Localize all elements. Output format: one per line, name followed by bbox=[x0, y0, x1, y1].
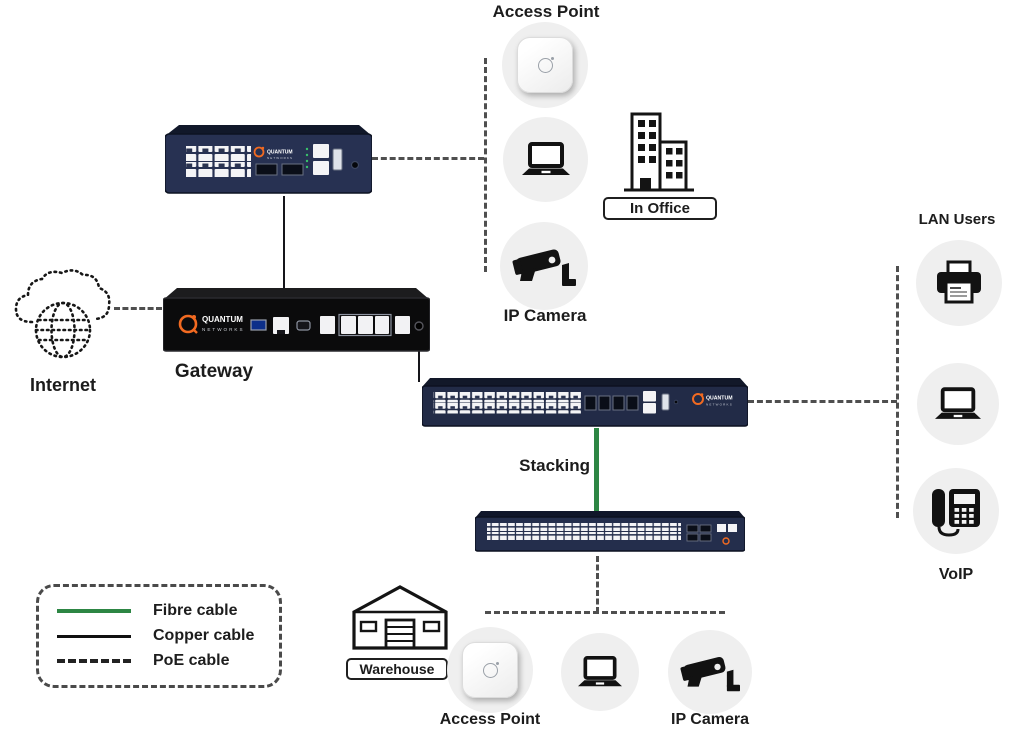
cctv-camera-icon bbox=[680, 656, 740, 691]
laptop-icon bbox=[935, 386, 981, 419]
voip-phone-circle bbox=[913, 468, 999, 554]
switch-24port-device: QUANTUM NETWORKS bbox=[422, 378, 748, 427]
ip-camera-bottom-label: IP Camera bbox=[671, 711, 749, 728]
legend-row-poe: PoE cable bbox=[57, 652, 261, 670]
line-internet-to-gateway bbox=[114, 307, 162, 310]
copper-line-sample bbox=[57, 634, 131, 638]
access-point-bottom-label: Access Point bbox=[439, 711, 541, 728]
switch8-brand-subtext: NETWORKS bbox=[267, 156, 293, 160]
copper-line-gateway-to-switch24 bbox=[418, 346, 420, 382]
legend-row-fibre: Fibre cable bbox=[57, 602, 261, 620]
internet-cloud-icon bbox=[14, 269, 111, 359]
access-point-top-label: Access Point bbox=[492, 2, 600, 21]
poe-line-switch8-to-office-devices bbox=[372, 157, 484, 160]
laptop-icon bbox=[578, 655, 622, 686]
laptop-icon bbox=[521, 141, 570, 175]
gateway-label: Gateway bbox=[174, 361, 254, 382]
voip-label: VoIP bbox=[938, 566, 974, 583]
copper-line-switch8-to-gateway bbox=[283, 196, 285, 290]
legend-row-copper: Copper cable bbox=[57, 627, 261, 645]
warehouse-icon bbox=[352, 585, 448, 650]
legend-label-copper: Copper cable bbox=[153, 627, 255, 644]
poe-line-warehouse-devices bbox=[485, 611, 725, 614]
ip-camera-top-circle bbox=[500, 222, 588, 310]
line-switch24-to-lan-users bbox=[748, 400, 897, 403]
switch-48port-device bbox=[475, 511, 745, 552]
switch24-brand-text: QUANTUM bbox=[706, 396, 733, 402]
gateway-device: QUANTUM NETWORKS bbox=[163, 288, 430, 352]
printer-circle bbox=[916, 240, 1002, 326]
gateway-brand-subtext: NETWORKS bbox=[202, 327, 245, 332]
legend-box: Fibre cable Copper cable PoE cable bbox=[36, 584, 282, 688]
fibre-stacking-line bbox=[594, 428, 599, 513]
warehouse-label: Warehouse bbox=[346, 658, 448, 680]
poe-line-sample bbox=[57, 659, 131, 663]
printer-icon bbox=[937, 260, 981, 304]
access-point-icon bbox=[517, 37, 573, 93]
switch8-brand-text: QUANTUM bbox=[267, 150, 293, 156]
access-point-top-circle bbox=[502, 22, 588, 108]
poe-line-switch48-down bbox=[596, 556, 599, 613]
laptop-right-circle bbox=[917, 363, 999, 445]
ap-logo-ring-icon bbox=[482, 661, 499, 678]
gateway-brand-text: QUANTUM bbox=[202, 315, 243, 324]
ip-camera-bottom-circle bbox=[668, 630, 752, 714]
in-office-label: In Office bbox=[603, 197, 717, 220]
access-point-bottom-circle bbox=[447, 627, 533, 713]
legend-label-fibre: Fibre cable bbox=[153, 602, 238, 619]
voip-phone-icon bbox=[932, 489, 980, 537]
line-lan-users-vertical bbox=[896, 266, 899, 518]
internet-label: Internet bbox=[29, 375, 96, 395]
access-point-icon bbox=[462, 642, 518, 698]
fibre-line-sample bbox=[57, 609, 131, 613]
lan-users-label: LAN Users bbox=[918, 211, 996, 228]
ap-logo-ring-icon bbox=[537, 56, 554, 73]
ip-camera-top-label: IP Camera bbox=[503, 306, 587, 325]
laptop-top-circle bbox=[503, 117, 588, 202]
cctv-camera-icon bbox=[512, 249, 576, 286]
stacking-label: Stacking bbox=[519, 456, 590, 475]
poe-line-office-devices-vertical bbox=[484, 58, 487, 272]
office-building-icon bbox=[624, 112, 694, 192]
laptop-bottom-circle bbox=[561, 633, 639, 711]
switch24-brand-subtext: NETWORKS bbox=[706, 403, 733, 407]
legend-label-poe: PoE cable bbox=[153, 652, 230, 669]
switch-8port-device: QUANTUM NETWORKS bbox=[165, 125, 372, 194]
